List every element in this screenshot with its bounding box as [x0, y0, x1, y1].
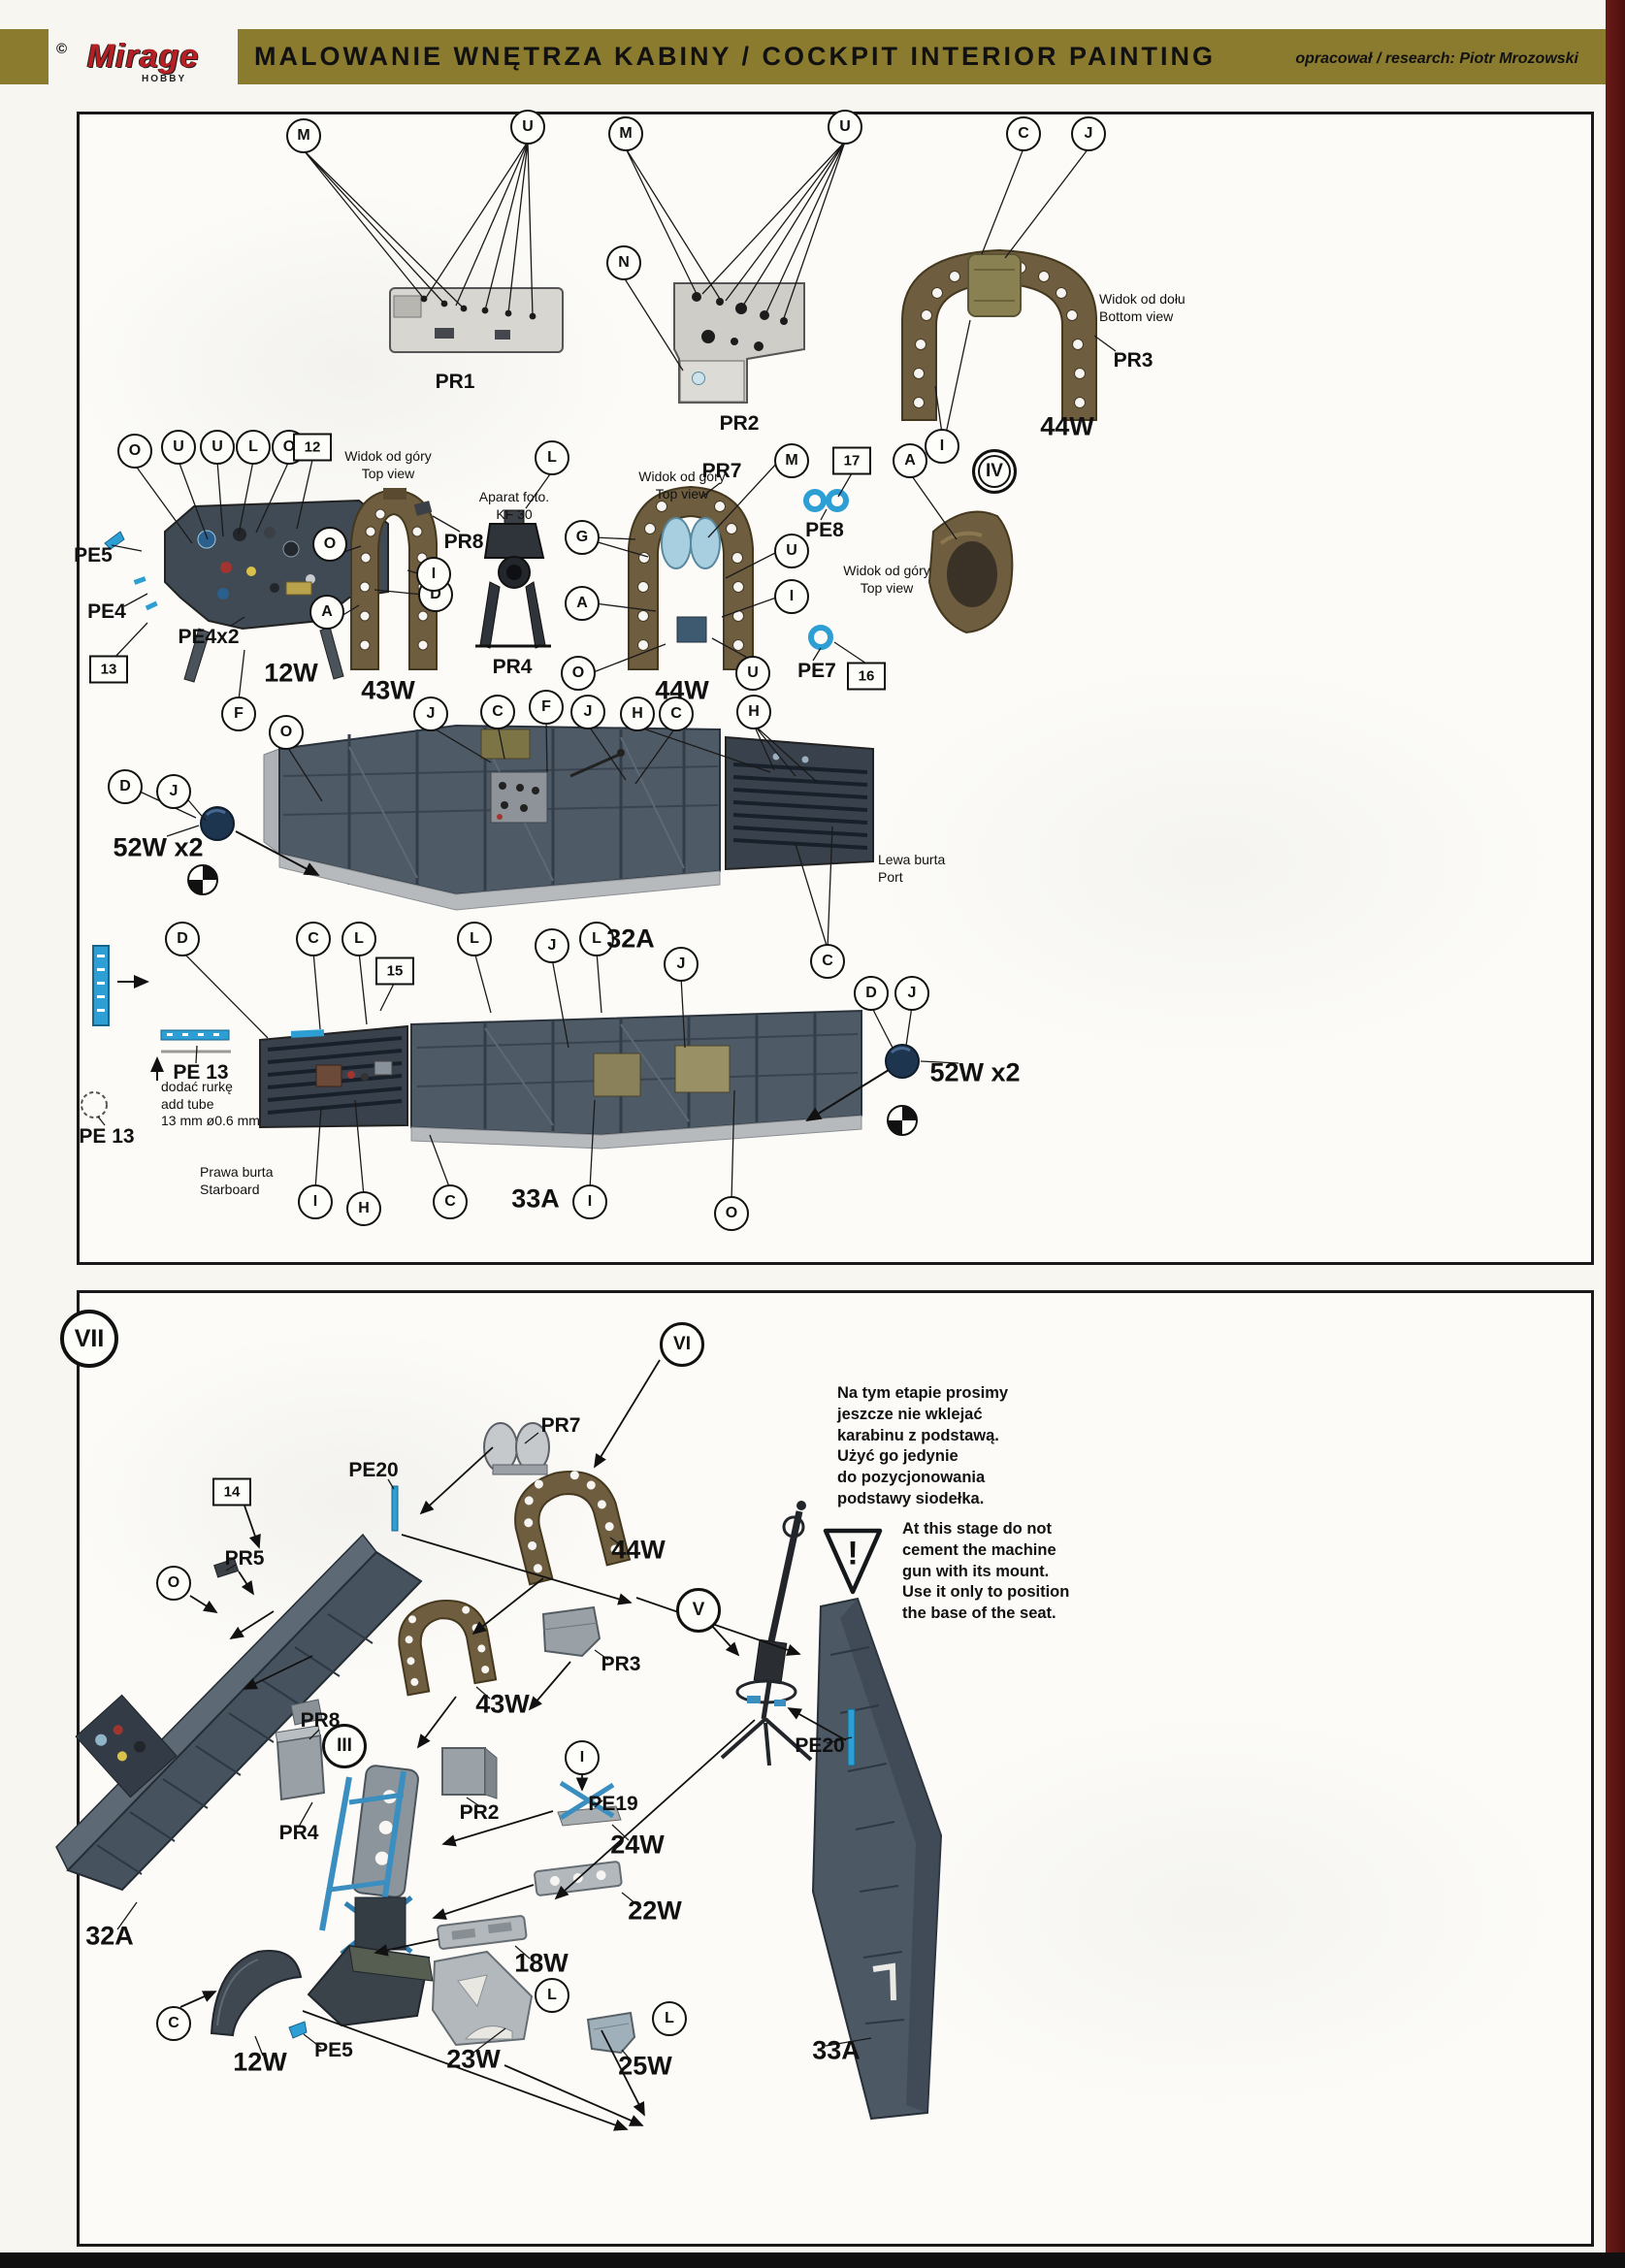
- pr2-step-drawing: [441, 1746, 498, 1799]
- logo-subtext: HOBBY: [142, 74, 187, 84]
- mirage-logo: © Mirage HOBBY: [49, 23, 238, 89]
- logo-text: Mirage: [86, 37, 200, 75]
- pe19-part-drawing: [557, 1780, 622, 1827]
- bulkhead-44w-step-drawing: [514, 1471, 632, 1586]
- pe20-strip-top-drawing: [391, 1485, 399, 1532]
- panel1-arrows: [117, 830, 890, 1122]
- pr1-panel-drawing: [389, 287, 564, 353]
- panel-12w-step-drawing: [210, 1950, 308, 2039]
- pe8-rings-drawing: [803, 489, 849, 512]
- disc-52w-right-drawing: [885, 1044, 920, 1079]
- warning-triangle: [823, 1528, 883, 1595]
- panel2-leader-lines: [116, 1432, 872, 2062]
- pr8-step-drawing: [290, 1699, 323, 1726]
- copyright-mark: ©: [56, 41, 68, 57]
- bulkhead-43w-step-drawing: [398, 1599, 498, 1697]
- rail-18w-drawing: [437, 1915, 528, 1950]
- seat-assembly-drawing: [307, 1765, 434, 2027]
- machine-gun-drawing: [720, 1501, 813, 1766]
- fuselage-32a-perspective-drawing: [55, 1533, 423, 1892]
- research-credit: opracował / research: Piotr Mrozowski: [1295, 50, 1578, 67]
- fuselage-32a-drawing: [263, 724, 874, 911]
- pe13-strip-drawing: [81, 945, 231, 1118]
- pr4-step-drawing: [275, 1725, 326, 1801]
- page-title: MALOWANIE WNĘTRZA KABINY / COCKPIT INTER…: [254, 42, 1216, 71]
- pr3-step-drawing: [541, 1605, 601, 1658]
- disc-52w-left-drawing: [200, 806, 235, 841]
- bulkhead-44w-bottom-view-drawing: [901, 248, 1097, 421]
- fuselage-33a-perspective-drawing: [811, 1597, 943, 2121]
- camera-pr4-drawing: [475, 509, 551, 649]
- roundel-right-drawing: [887, 1105, 918, 1136]
- pr7-part-drawing: [483, 1422, 550, 1475]
- roundel-left-drawing: [187, 864, 218, 895]
- warning-exclamation: !: [847, 1535, 859, 1572]
- note-polish: Na tym etapie prosimy jeszcze nie wkleja…: [837, 1384, 1009, 1507]
- right-edge-strip: [1606, 0, 1625, 2268]
- panel1-connector-lines: [97, 141, 1117, 1202]
- pr5-part-drawing: [213, 1558, 240, 1578]
- fuselage-33a-drawing: [259, 1009, 862, 1150]
- bottom-edge-strip: [0, 2252, 1625, 2268]
- bulkhead-43w-drawing: [350, 488, 438, 670]
- note-english: At this stage do not cement the machine …: [902, 1520, 1070, 1623]
- pe7-ring-drawing: [808, 625, 833, 650]
- pr2-panel-drawing: [673, 282, 805, 404]
- header-gold-band: [0, 29, 1606, 84]
- tray-25w-drawing: [586, 2011, 636, 2055]
- instrument-panel-12w-drawing: [104, 499, 389, 683]
- cowling-iv-drawing: [927, 510, 1014, 634]
- bulkhead-44w-top-view-drawing: [628, 485, 754, 670]
- frame-23w-drawing: [431, 1950, 534, 2047]
